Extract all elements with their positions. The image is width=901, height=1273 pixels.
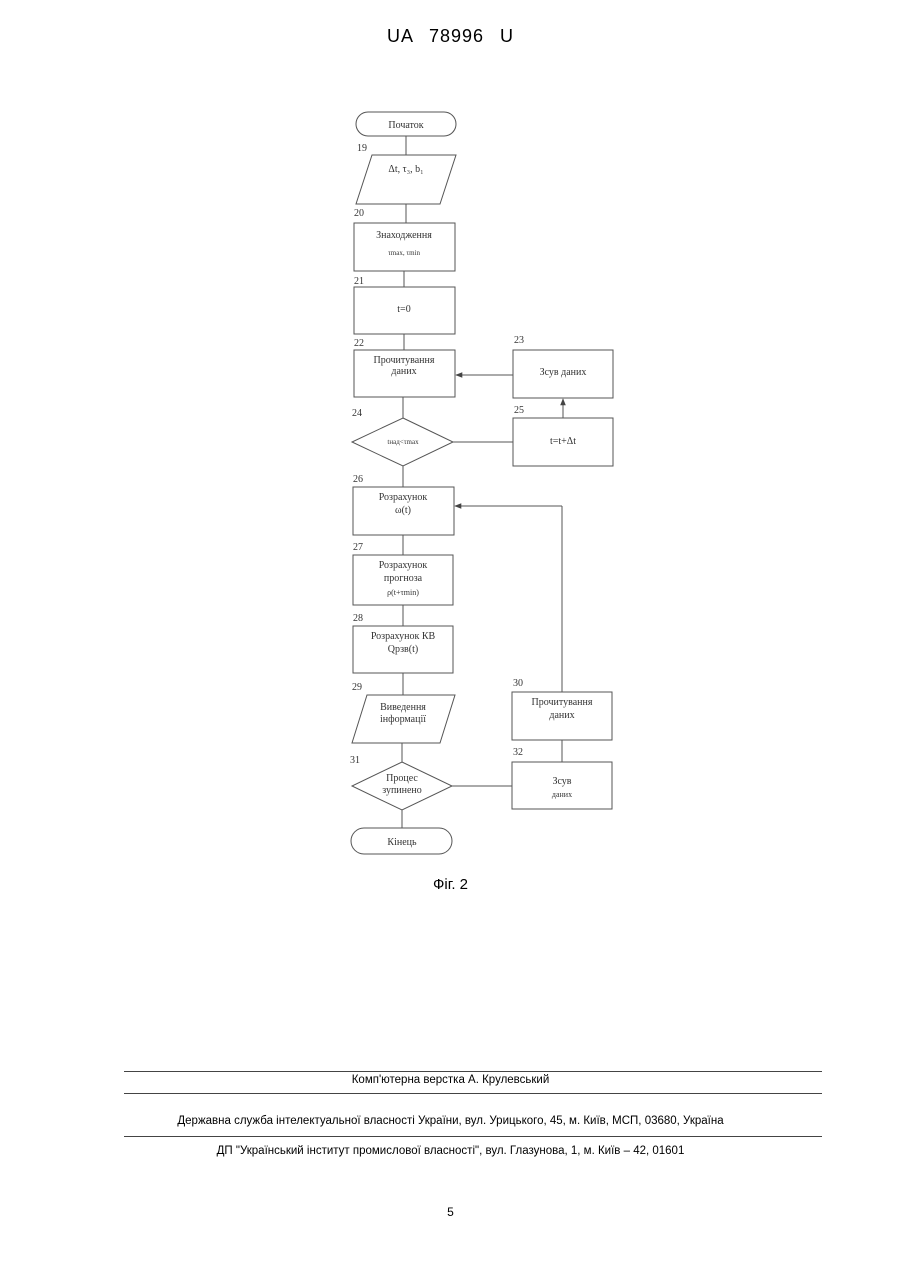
- decision-31-line2: зупинено: [382, 785, 422, 796]
- block-32-line1: Зсув: [552, 776, 571, 787]
- footer-institute: ДП "Український інститут промислової вла…: [0, 1145, 901, 1157]
- label-21: 21: [354, 276, 364, 287]
- block-28-line2: Qрзв(t): [388, 644, 418, 655]
- label-23: 23: [514, 335, 524, 346]
- label-27: 27: [353, 542, 363, 553]
- block-27-line1: Розрахунок: [379, 560, 428, 571]
- decision-31-line1: Процес: [386, 773, 418, 784]
- label-31: 31: [350, 755, 360, 766]
- flowchart: Початок Δt, τ₃, b₁ Знаходження τmax, τmi…: [0, 0, 901, 960]
- label-28: 28: [353, 613, 363, 624]
- block-28-line1: Розрахунок КВ: [371, 631, 436, 642]
- label-26: 26: [353, 474, 363, 485]
- label-29: 29: [352, 682, 362, 693]
- figure-caption: Фіг. 2: [0, 876, 901, 893]
- label-20: 20: [354, 208, 364, 219]
- decision-24-text: tнад<τmax: [387, 438, 419, 446]
- block-23-text: Зсув даних: [540, 367, 587, 378]
- output-29-line2: інформації: [380, 714, 426, 725]
- start-label: Початок: [388, 120, 423, 131]
- label-32: 32: [513, 747, 523, 758]
- label-25: 25: [514, 405, 524, 416]
- footer-typesetter: Комп'ютерна верстка А. Крулевський: [0, 1074, 901, 1086]
- block-32-line2: даних: [552, 790, 572, 799]
- block-26-line2: ω(t): [395, 505, 411, 516]
- divider: [124, 1093, 822, 1094]
- block-30-line1: Прочитування: [532, 697, 593, 708]
- label-24: 24: [352, 408, 362, 419]
- block-20-line2: τmax, τmin: [388, 249, 421, 257]
- block-22-line1: Прочитування: [374, 355, 435, 366]
- block-27-line3: ρ(t+τmin): [387, 588, 419, 597]
- label-22: 22: [354, 338, 364, 349]
- output-29-line1: Виведення: [380, 702, 426, 713]
- end-label: Кінець: [387, 837, 417, 848]
- block-21-text: t=0: [397, 304, 410, 315]
- block-20-line1: Знаходження: [376, 230, 432, 241]
- footer-agency: Державна служба інтелектуальної власност…: [0, 1115, 901, 1127]
- block-27-line2: прогноза: [384, 573, 423, 584]
- block-30-line2: даних: [549, 710, 574, 721]
- block-26-line1: Розрахунок: [379, 492, 428, 503]
- block-22-line2: даних: [391, 366, 416, 377]
- label-19: 19: [357, 143, 367, 154]
- input-block-19: [356, 155, 456, 204]
- divider: [124, 1136, 822, 1137]
- page-number: 5: [0, 1205, 901, 1219]
- divider: [124, 1071, 822, 1072]
- input-19-text: Δt, τ₃, b₁: [388, 164, 423, 175]
- block-25-text: t=t+Δt: [550, 436, 576, 447]
- label-30: 30: [513, 678, 523, 689]
